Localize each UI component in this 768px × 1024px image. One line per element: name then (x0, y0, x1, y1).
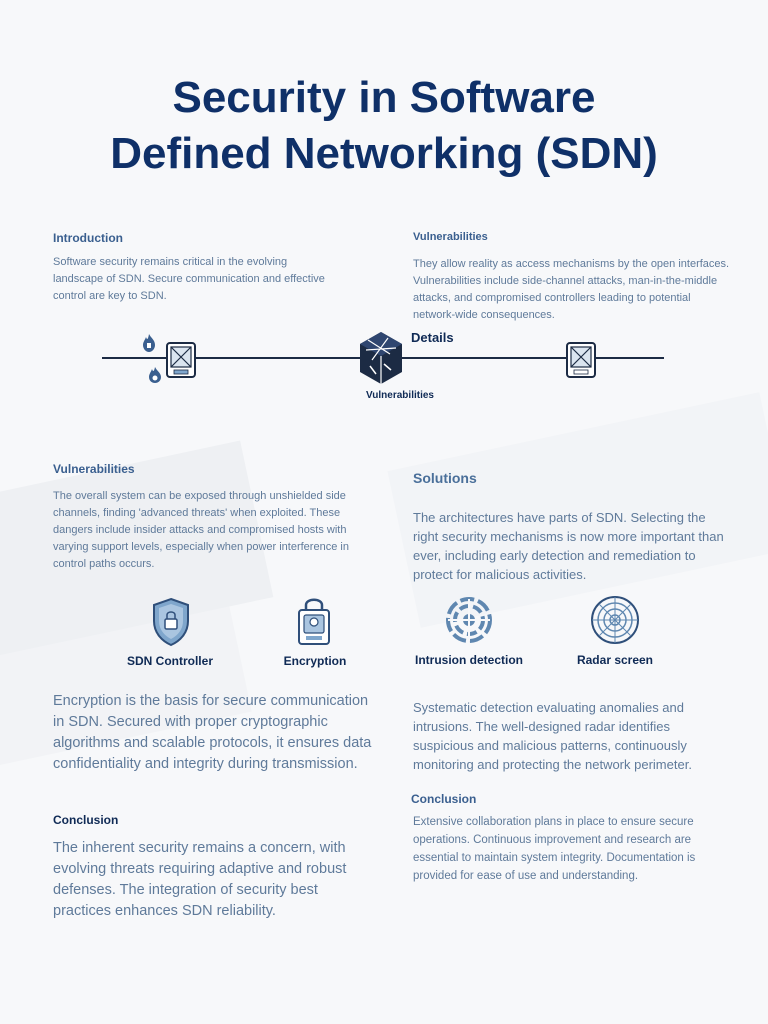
padlock-card-icon (298, 598, 330, 645)
flame-icon (143, 334, 155, 352)
page-title: Security in Software Defined Networking … (110, 73, 658, 178)
vulnerabilities-top-heading: Vulnerabilities (413, 231, 488, 243)
network-node-icon (566, 342, 596, 378)
sdn-controller-label: SDN Controller (126, 654, 213, 668)
conclusion-heading: Conclusion (53, 813, 119, 827)
vulnerabilities-text: The overall system can be exposed throug… (53, 490, 349, 570)
vulnerabilities-top-text: They allow reality as access mechanisms … (413, 258, 730, 321)
conclusion-right-heading: Conclusion (411, 792, 477, 806)
vulnerabilities-node-label: Vulnerabilities (366, 390, 434, 401)
encryption-label: Encryption (283, 654, 347, 668)
network-node-icon (166, 342, 196, 378)
flame-icon (149, 367, 161, 383)
solutions-heading: Solutions (413, 470, 477, 486)
encryption-text: Encryption is the basis for secure commu… (53, 693, 372, 772)
radar-screen-label: Radar screen (576, 653, 654, 667)
intrusion-detection-label: Intrusion detection (415, 653, 523, 667)
conclusion-text: The inherent security remains a concern,… (53, 840, 347, 919)
intro-heading: Introduction (53, 231, 123, 245)
solutions-text: The architectures have parts of SDN. Sel… (413, 510, 724, 582)
conclusion-right-text: Extensive collaboration plans in place t… (413, 816, 696, 882)
intro-text: Software security remains critical in th… (53, 256, 325, 302)
cube-icon (360, 332, 402, 384)
radar-icon (591, 596, 639, 644)
vulnerabilities-heading: Vulnerabilities (53, 462, 135, 476)
target-icon (446, 597, 492, 643)
shield-lock-icon (153, 597, 189, 647)
detection-text: Systematic detection evaluating anomalie… (413, 700, 692, 772)
details-label: Details (411, 330, 454, 345)
